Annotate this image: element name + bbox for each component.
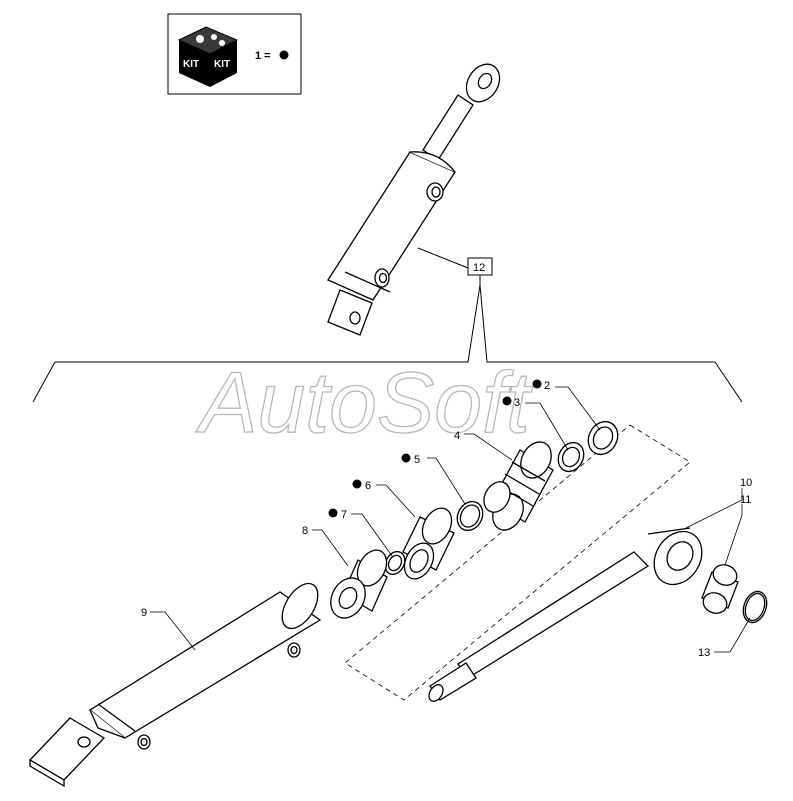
part-10-rod [428,527,703,702]
kit-legend: KIT KIT 1 = [167,13,302,95]
callout-label-10: 10 [740,477,752,489]
kit-bullet-icon [401,453,411,463]
callout-label-2: 2 [544,380,550,392]
part-2-seal [587,420,619,456]
leader-lines [150,386,751,653]
callout-label-11: 11 [740,494,751,506]
kit-bullet-icon [502,396,512,406]
part-8-gland [330,549,388,619]
callout-label-8: 8 [302,525,308,537]
assembled-cylinder [327,63,501,336]
kit-bullet-icon [352,479,362,489]
part-3-ring [557,441,585,473]
part-4-piston [483,441,554,531]
part-5-ring [456,500,484,532]
callout-label-7: 7 [341,509,347,521]
part-6-bushing [402,507,455,580]
group-callout-label: 12 [473,262,485,274]
kit-bullet-icon [532,379,542,389]
callout-labels: 2 3 4 5 6 7 8 9 10 11 13 [141,379,752,659]
kit-box-icon: KIT KIT [177,26,239,87]
callout-label-9: 9 [141,607,147,619]
part-13-ring [742,590,768,624]
callout-label-3: 3 [514,397,520,409]
kit-legend-equation: 1 = [255,50,271,62]
kit-bullet-icon [328,508,338,518]
group-callout: 12 [32,247,743,403]
kit-bullet-icon [279,50,289,60]
callout-label-13: 13 [698,647,710,659]
callout-label-4: 4 [454,430,460,442]
part-7-ring [384,550,406,576]
kit-icon-label-left: KIT [183,59,199,70]
watermark-text: AutoSoft [195,355,533,451]
callout-label-5: 5 [414,454,420,466]
part-9-barrel [28,582,322,788]
part-11-bushing [701,564,739,614]
assembly-dashed-outline [344,424,691,701]
callout-label-6: 6 [365,480,371,492]
kit-icon-label-right: KIT [214,59,230,70]
